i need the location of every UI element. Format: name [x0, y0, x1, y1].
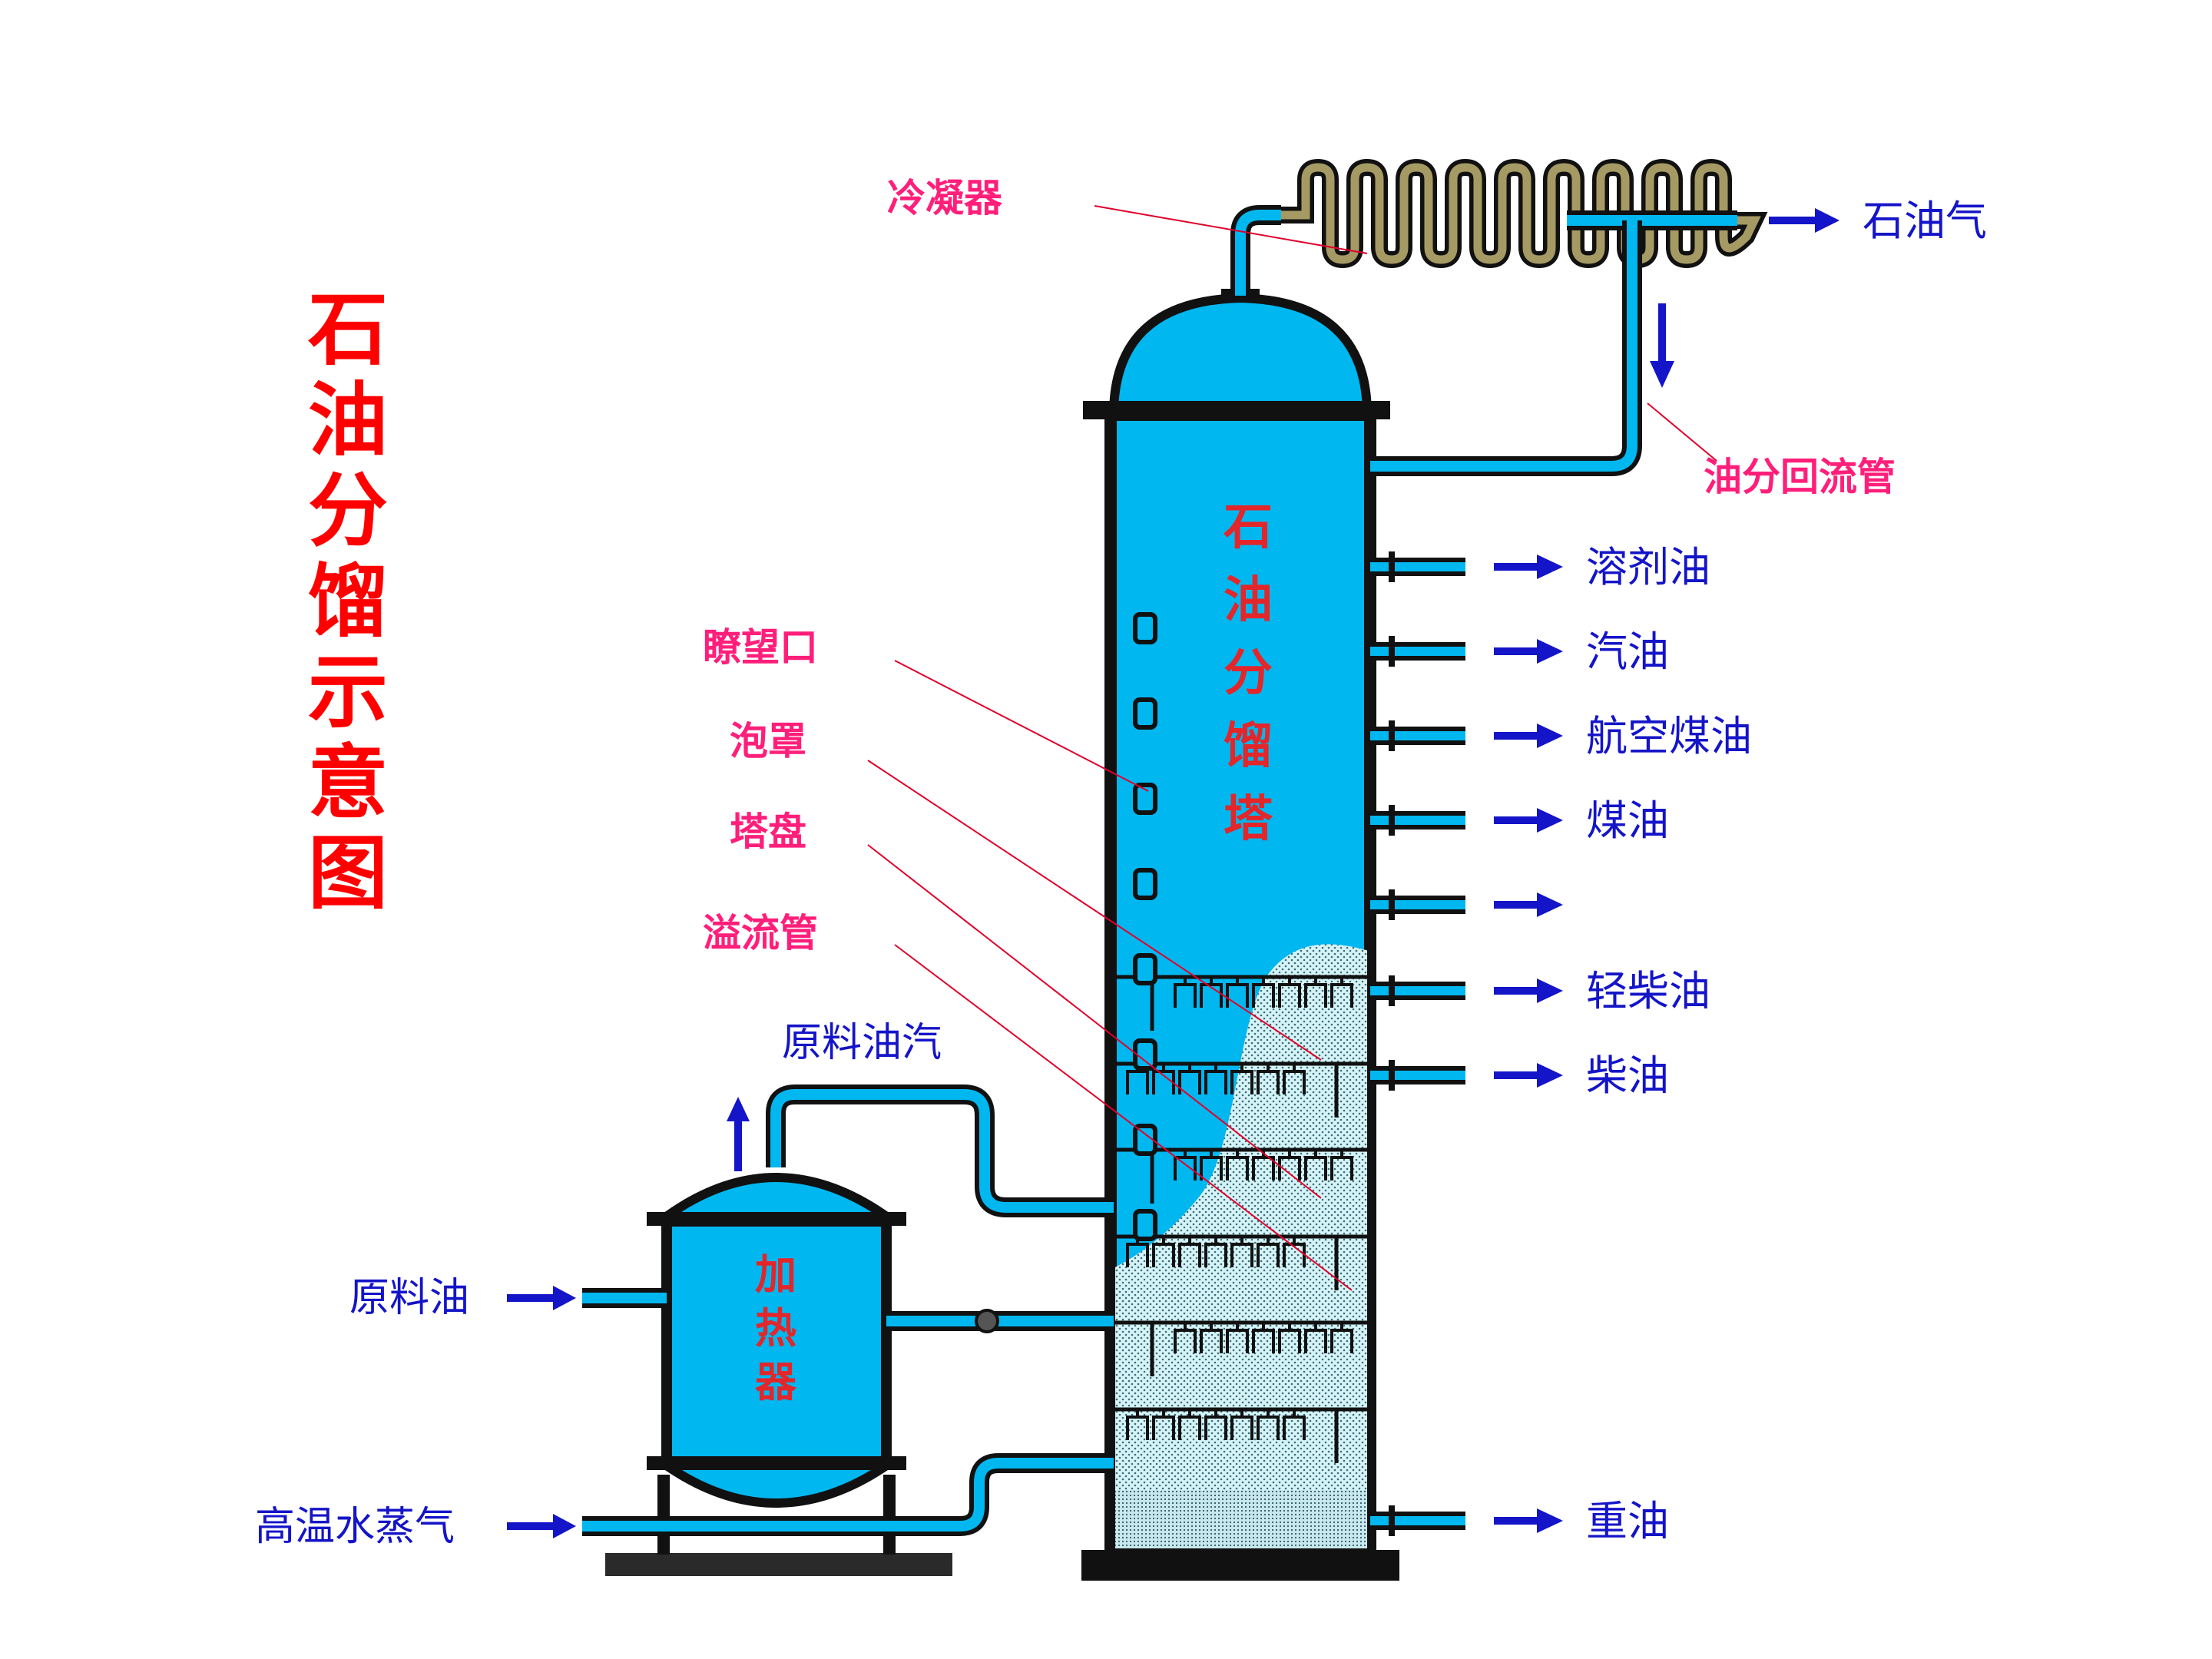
product-outlets	[1370, 551, 1465, 1536]
product-arrow	[1494, 979, 1563, 1003]
feed-oil-arrow	[507, 1286, 576, 1310]
sight-hole	[1133, 953, 1157, 985]
label-sight-hole: 瞭望口	[703, 625, 818, 670]
sight-hole	[1133, 1038, 1157, 1071]
title-char: 馏	[307, 555, 388, 648]
product-arrow	[1494, 808, 1563, 833]
product-label-gas: 石油气	[1863, 197, 1987, 245]
sight-hole	[1133, 1124, 1157, 1156]
product-arrow	[1769, 208, 1839, 233]
tower-dome	[1108, 293, 1373, 419]
heater-leg-left	[657, 1475, 670, 1555]
sight-holes	[1133, 612, 1157, 1241]
leader-bubble-cap	[867, 760, 1322, 1061]
feed-vapor-up-arrow	[727, 1097, 750, 1171]
heater-base	[605, 1553, 952, 1576]
product-arrow	[1494, 724, 1563, 748]
title-char: 油	[307, 373, 388, 467]
tower-char: 油	[1224, 572, 1273, 629]
reflux-down-arrow	[1650, 303, 1674, 388]
title-char: 图	[307, 826, 388, 920]
product-arrow	[1494, 892, 1563, 917]
tower-top-flange	[1083, 401, 1390, 419]
valve	[975, 1309, 999, 1333]
heater-label: 加热器	[737, 1248, 814, 1409]
static-arrows	[507, 303, 1674, 1538]
product-label: 轻柴油	[1586, 967, 1710, 1015]
label-feed-oil: 原料油	[349, 1275, 469, 1321]
label-overflow-pipe: 溢流管	[703, 911, 818, 955]
product-label: 煤油	[1586, 796, 1669, 845]
heater-flange-top	[647, 1212, 906, 1226]
label-condenser: 冷凝器	[887, 176, 1003, 220]
leader-tray	[867, 844, 1322, 1199]
title-char: 石	[307, 283, 388, 376]
product-arrow	[1494, 1063, 1563, 1088]
heater-char: 器	[755, 1358, 796, 1406]
blue-labels: 原料油汽 原料油 高温水蒸气	[255, 1020, 942, 1550]
product-arrow	[1494, 1508, 1563, 1533]
tower-char: 馏	[1224, 718, 1273, 775]
tower-char: 分	[1224, 645, 1273, 702]
label-reflux-pipe: 油分回流管	[1704, 455, 1896, 499]
title-char: 示	[307, 645, 388, 739]
product-label: 溶剂油	[1586, 543, 1710, 591]
product-arrow	[1494, 639, 1563, 664]
leader-overflow	[894, 944, 1353, 1291]
flow-arrows	[1494, 208, 1839, 1533]
product-label: 柴油	[1586, 1051, 1669, 1100]
heater-body	[661, 1216, 892, 1468]
distillation-tower	[1081, 289, 1399, 1581]
tower-base	[1081, 1550, 1399, 1581]
tower-bottom-liquid	[1115, 1490, 1367, 1548]
label-feed-vapor: 原料油汽	[782, 1020, 942, 1066]
heater-top-dome	[647, 1173, 906, 1224]
product-arrow	[1494, 555, 1563, 579]
sight-hole	[1133, 783, 1157, 815]
diagram-title: 石油分馏示意图	[298, 284, 398, 919]
leader-lines	[867, 205, 1717, 1291]
title-char: 分	[307, 464, 388, 558]
sight-hole	[1133, 697, 1157, 730]
leader-condenser	[1094, 205, 1368, 254]
tower-char: 塔	[1224, 791, 1273, 848]
heater-bottom-dome	[647, 1458, 906, 1508]
title-char: 意	[307, 736, 388, 830]
sight-hole	[1133, 868, 1157, 900]
label-bubble-cap: 泡罩	[730, 719, 806, 763]
sight-hole	[1133, 612, 1157, 644]
label-steam: 高温水蒸气	[255, 1504, 455, 1550]
heater	[605, 1173, 952, 1576]
pipes	[582, 158, 1768, 1536]
leader-sight-hole	[894, 660, 1149, 792]
product-label: 重油	[1586, 1497, 1669, 1545]
product-label: 航空煤油	[1586, 712, 1752, 760]
tower-liquid-region	[1115, 944, 1367, 1548]
heater-char: 加	[755, 1250, 796, 1299]
product-label: 汽油	[1586, 628, 1669, 676]
tower-label: 石油分馏塔	[1206, 492, 1290, 856]
heater-flange-bottom	[647, 1456, 906, 1470]
pink-labels: 冷凝器 油分回流管 瞭望口 泡罩 塔盘 溢流管	[703, 176, 1896, 955]
steam-arrow	[507, 1514, 576, 1538]
label-tray: 塔盘	[730, 810, 806, 854]
sight-hole	[1133, 1209, 1157, 1241]
tower-char: 石	[1224, 499, 1273, 556]
heater-char: 热	[755, 1304, 796, 1353]
heater-leg-right	[883, 1475, 896, 1555]
leader-reflux	[1647, 402, 1717, 462]
